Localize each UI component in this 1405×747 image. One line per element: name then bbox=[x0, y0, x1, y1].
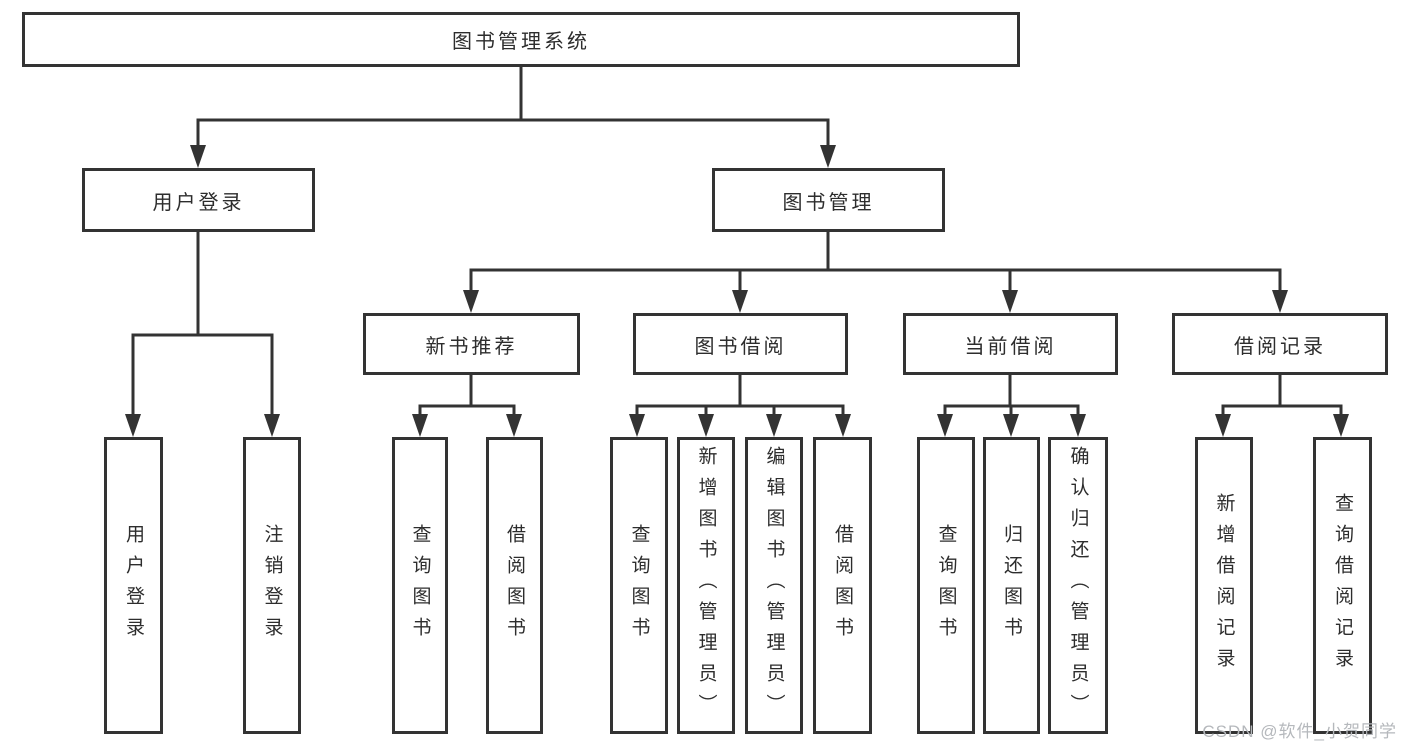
node-borrow-records: 借阅记录 bbox=[1172, 313, 1388, 375]
csdn-watermark: CSDN @软件_小贺同学 bbox=[1202, 722, 1397, 741]
node-book-borrow: 图书借阅 bbox=[633, 313, 848, 375]
leaf-user-login: 用户登录 bbox=[104, 437, 163, 734]
node-root: 图书管理系统 bbox=[22, 12, 1020, 67]
node-new-book-recommend: 新书推荐 bbox=[363, 313, 580, 375]
leaf-add-borrow-record: 新增借阅记录 bbox=[1195, 437, 1253, 734]
leaf-query-borrow-record: 查询借阅记录 bbox=[1313, 437, 1372, 734]
leaf-query-books-recommend: 查询图书 bbox=[392, 437, 448, 734]
leaf-confirm-return-admin: 确认归还（管理员） bbox=[1048, 437, 1108, 734]
leaf-return-books: 归还图书 bbox=[983, 437, 1040, 734]
connector-paths bbox=[131, 67, 1343, 418]
leaf-edit-book-admin: 编辑图书（管理员） bbox=[745, 437, 803, 734]
leaf-borrow-books: 借阅图书 bbox=[813, 437, 872, 734]
node-current-borrow: 当前借阅 bbox=[903, 313, 1118, 375]
leaf-borrow-books-recommend: 借阅图书 bbox=[486, 437, 543, 734]
node-user-login: 用户登录 bbox=[82, 168, 315, 232]
leaf-add-book-admin: 新增图书（管理员） bbox=[677, 437, 735, 734]
arrowheads bbox=[125, 145, 1349, 437]
node-book-management: 图书管理 bbox=[712, 168, 945, 232]
leaf-query-books-current: 查询图书 bbox=[917, 437, 975, 734]
leaf-logout: 注销登录 bbox=[243, 437, 301, 734]
leaf-query-books-borrow: 查询图书 bbox=[610, 437, 668, 734]
